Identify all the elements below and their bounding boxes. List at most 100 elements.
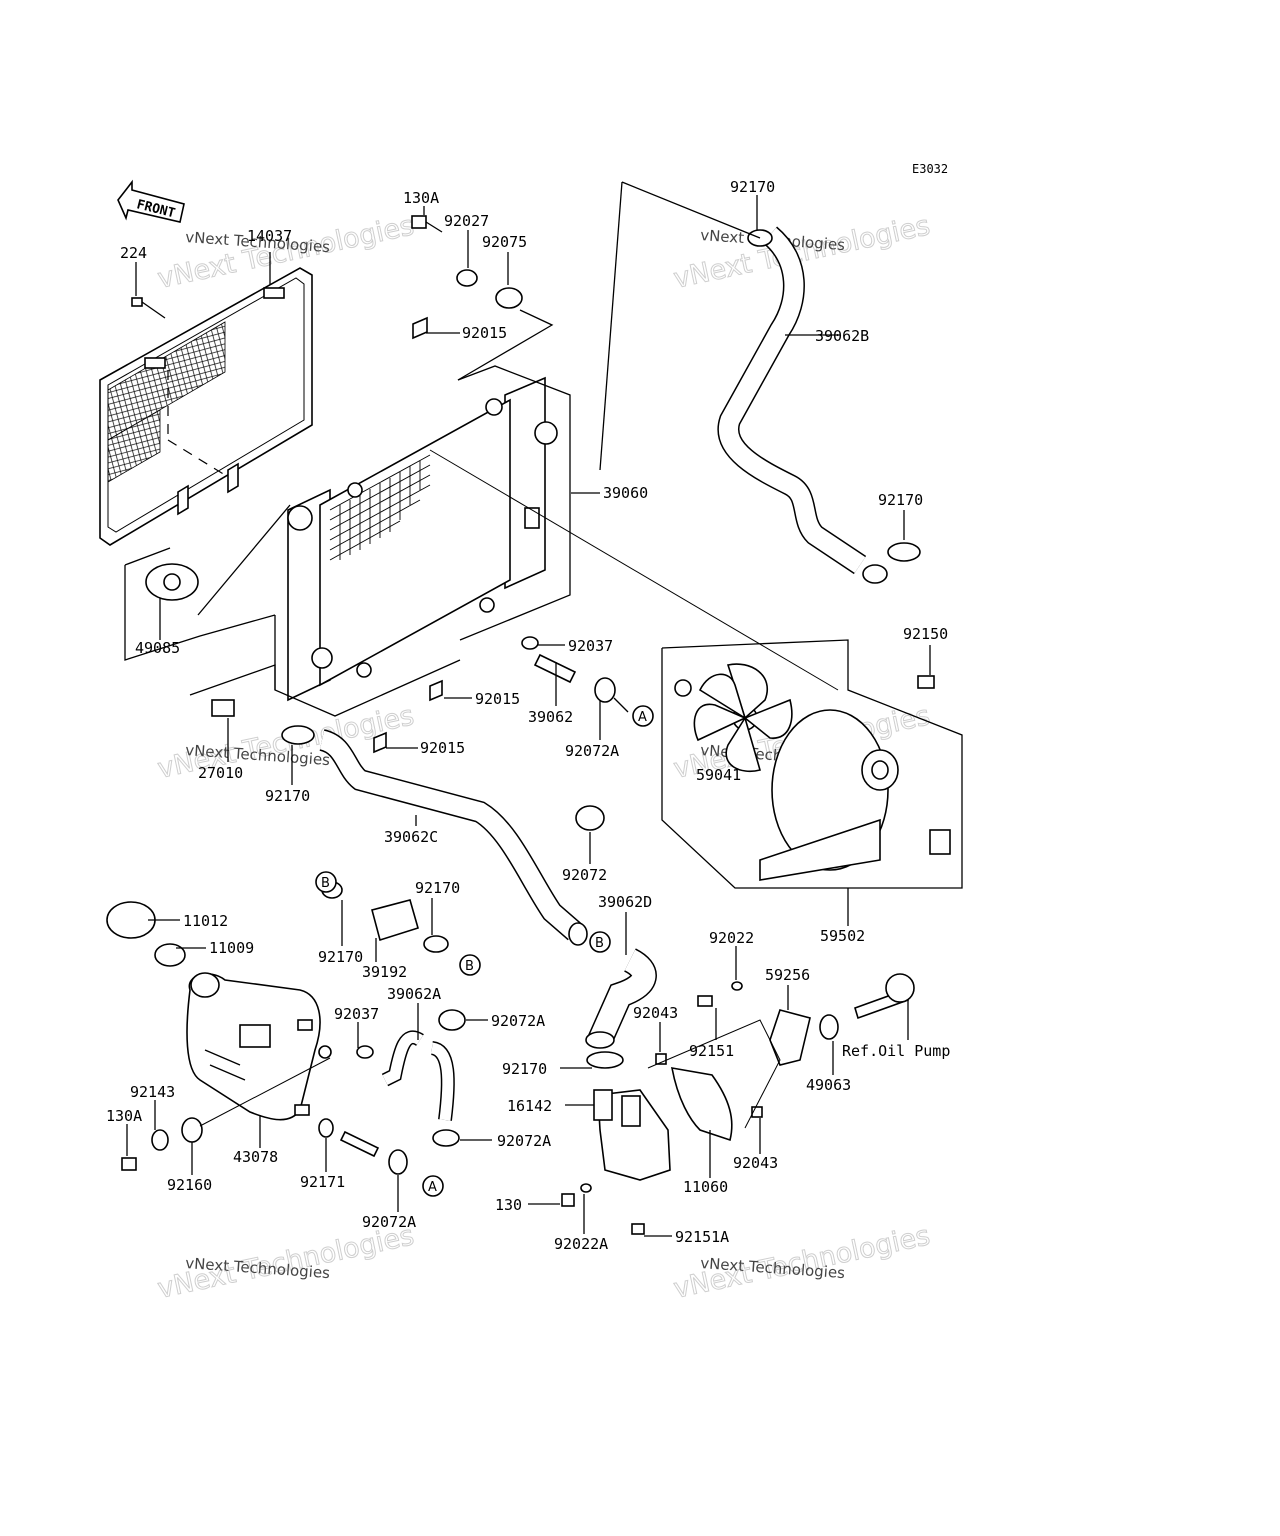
radiator-inlet-pipe bbox=[287, 505, 313, 531]
part-label: 49085 bbox=[135, 639, 180, 657]
clip-92015 bbox=[373, 731, 387, 754]
connector-a-label: A bbox=[638, 710, 647, 725]
connector-b-label: B bbox=[321, 876, 330, 891]
radiator-cap-icon bbox=[124, 504, 291, 661]
part-label: 92143 bbox=[130, 1083, 175, 1101]
collar-92143-icon bbox=[151, 1129, 169, 1151]
clip-92015-icon bbox=[412, 316, 428, 340]
collar-92027-icon bbox=[456, 269, 478, 287]
part-label: 59256 bbox=[765, 966, 810, 984]
connector-markers: A A B B B bbox=[315, 705, 654, 1197]
part-label: 11012 bbox=[183, 912, 228, 930]
hose-clamp-92171 bbox=[318, 1118, 334, 1138]
screen-bracket bbox=[227, 462, 239, 494]
part-label: 43078 bbox=[233, 1148, 278, 1166]
connector-a-label: A bbox=[428, 1180, 437, 1195]
part-label: 92015 bbox=[420, 739, 465, 757]
connector-b-label: B bbox=[595, 936, 604, 951]
bolt-130a-icon bbox=[411, 215, 427, 229]
clip-92015 bbox=[429, 679, 443, 702]
part-label: 92072A bbox=[362, 1213, 416, 1231]
screen-tab bbox=[263, 287, 285, 299]
part-label: 92015 bbox=[475, 690, 520, 708]
bolt-130a-icon bbox=[121, 1157, 137, 1171]
front-arrow-icon: FRONT bbox=[117, 179, 185, 223]
connector-b-marker bbox=[459, 954, 481, 976]
grommet-92160-icon bbox=[181, 1117, 203, 1143]
hose-39062 bbox=[533, 653, 577, 684]
part-label: 39060 bbox=[603, 484, 648, 502]
part-label: 92075 bbox=[482, 233, 527, 251]
part-label: 92072A bbox=[491, 1012, 545, 1030]
radiator-outlet-pipe bbox=[534, 421, 558, 445]
hose-39062b-drawing bbox=[599, 181, 921, 584]
part-label: 92170 bbox=[730, 178, 775, 196]
fan-assembly-drawing bbox=[429, 449, 963, 889]
gasket-11009 bbox=[154, 943, 186, 967]
grommet-92075-icon bbox=[495, 287, 523, 309]
radiator-drawing bbox=[274, 365, 571, 717]
part-label: 92072A bbox=[497, 1132, 551, 1150]
hose-clamp-92170 bbox=[887, 542, 921, 562]
part-label: 92043 bbox=[633, 1004, 678, 1022]
water-pump-drawing bbox=[561, 973, 915, 1235]
part-label: 92072 bbox=[562, 866, 607, 884]
part-label: 14037 bbox=[247, 227, 292, 245]
part-label: 92170 bbox=[502, 1060, 547, 1078]
hose-clamp-92072 bbox=[575, 805, 605, 831]
part-label: 92150 bbox=[903, 625, 948, 643]
part-labels: 224 14037 130A 92027 92075 92015 92170 3… bbox=[106, 178, 950, 1253]
radiator-lower-pipe bbox=[311, 647, 333, 669]
part-label: 92160 bbox=[167, 1176, 212, 1194]
top-fasteners-group bbox=[411, 215, 554, 381]
part-label: 92022A bbox=[554, 1235, 608, 1253]
fan-nut bbox=[674, 679, 692, 697]
part-label: 92022 bbox=[709, 929, 754, 947]
screen-tab bbox=[144, 357, 166, 369]
gasket-11060 bbox=[671, 1067, 733, 1142]
part-label: 39062D bbox=[598, 893, 652, 911]
hose-clamp-92037 bbox=[356, 1045, 374, 1059]
hose-clamp-92170 bbox=[423, 935, 449, 953]
part-label: 130A bbox=[106, 1107, 142, 1125]
part-label: 39062 bbox=[528, 708, 573, 726]
small-hoses-group bbox=[318, 881, 466, 1175]
part-label: 11060 bbox=[683, 1178, 728, 1196]
washer-92022-icon bbox=[731, 981, 743, 991]
impeller-59256-icon bbox=[769, 1009, 811, 1066]
connector-a-marker bbox=[422, 1175, 444, 1197]
pin-92043 bbox=[751, 1106, 763, 1118]
pin-92043 bbox=[655, 1053, 667, 1065]
hose-clamp-92072a bbox=[432, 1129, 460, 1147]
part-label: 92037 bbox=[568, 637, 613, 655]
thermo-switch-27010 bbox=[211, 699, 235, 717]
bolt-92151-icon bbox=[697, 995, 713, 1007]
washer-92022a-icon bbox=[580, 1183, 592, 1193]
connector-b-label: B bbox=[465, 959, 474, 974]
radiator-mount bbox=[347, 482, 363, 498]
part-label: 39062C bbox=[384, 828, 438, 846]
part-label: 59041 bbox=[696, 766, 741, 784]
radiator-mount bbox=[485, 398, 503, 416]
hose-clamp-92037 bbox=[521, 636, 539, 650]
reservoir-tank-drawing bbox=[106, 901, 332, 1171]
bolt-92151a-icon bbox=[631, 1223, 645, 1235]
part-label: 92170 bbox=[265, 787, 310, 805]
hose-39062d-drawing bbox=[575, 805, 657, 1049]
diagram-code: E3032 bbox=[912, 162, 948, 176]
part-label: 39062B bbox=[815, 327, 869, 345]
seal-49063-icon bbox=[819, 1014, 839, 1040]
part-label: 92170 bbox=[415, 879, 460, 897]
pipe-39192 bbox=[371, 899, 419, 942]
radiator-mount bbox=[479, 597, 495, 613]
part-label: 92170 bbox=[318, 948, 363, 966]
radiator-screen-drawing bbox=[99, 267, 313, 546]
mesh-pattern bbox=[107, 321, 226, 483]
gear-icon bbox=[885, 973, 915, 1003]
part-label: 92072A bbox=[565, 742, 619, 760]
hose-clamp-92072a bbox=[438, 1009, 466, 1031]
bolt-130-icon bbox=[561, 1193, 575, 1207]
watermark-bottom-left: vNext Technologies vNext Technologies bbox=[155, 1220, 418, 1306]
hose-clamp-92170 bbox=[586, 1051, 624, 1069]
